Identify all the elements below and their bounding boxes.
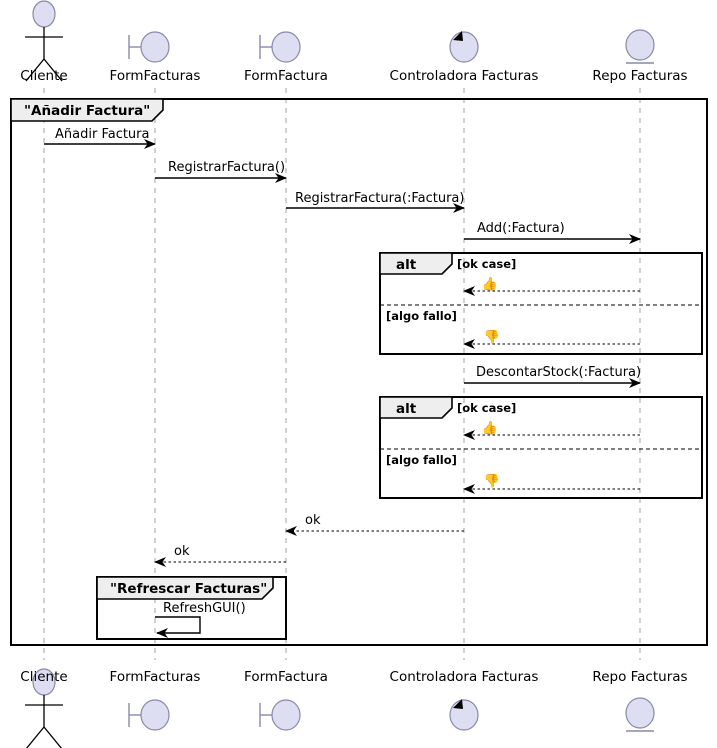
message-m2[interactable]: RegistrarFactura() [155, 160, 287, 183]
frame-anadir-factura-header-tab [10, 98, 164, 122]
actor-stickman-icon-top-legs [25, 57, 63, 82]
message-m4[interactable]: Add(:Factura) [464, 221, 641, 244]
self-message-path [155, 616, 201, 638]
alt-add-operator-label: alt [396, 257, 417, 273]
message-m11[interactable]: ok [154, 544, 286, 567]
lifeline-label-bottom-formfacturas: FormFacturas [110, 669, 201, 685]
message-label-m3: RegistrarFactura(:Factura) [295, 191, 464, 206]
lifeline-label-top-cliente: Cliente [20, 68, 67, 84]
lifeline-label-top-formfactura: FormFactura [244, 68, 328, 84]
thumbs-down-icon-alt-stock: 👎 [484, 473, 500, 489]
alt-add-guard-0: [ok case] [457, 257, 516, 271]
alt-stock-border [379, 396, 703, 499]
boundary-icon-bottom-circle [140, 699, 170, 731]
message-label-m10: ok [305, 513, 321, 528]
control-icon-top-arrowhead [453, 31, 463, 41]
alt-fragment-alt-stock: alt [ok case] [algo fallo] [379, 396, 703, 499]
frame-anadir-factura: "Añadir Factura" [10, 98, 708, 646]
lifeline-label-top-controladora: Controladora Facturas [390, 68, 539, 84]
message-label-m1: Añadir Factura [55, 127, 150, 142]
alt-add-guard-1: [algo fallo] [386, 309, 457, 323]
frame-refrescar-facturas-title: "Refrescar Facturas" [110, 581, 267, 597]
message-m10[interactable]: ok [285, 513, 464, 536]
alt-add-border [379, 252, 703, 355]
alt-fragment-alt-add: alt [ok case] [algo fallo] [379, 252, 703, 355]
alt-add-header-tab [379, 252, 453, 275]
lifeline-label-top-formfacturas: FormFacturas [110, 68, 201, 84]
boundary-icon-bottom-circle [271, 699, 301, 731]
thumbs-down-icon-alt-add: 👎 [484, 329, 500, 345]
boundary-icon-top-circle [271, 31, 301, 63]
frame-refrescar-facturas-header-tab [96, 576, 274, 600]
self-message-label: RefreshGUI() [163, 601, 246, 616]
actor-stickman-icon-top-head [32, 0, 56, 28]
alt-stock-guard-0: [ok case] [457, 401, 516, 415]
lifeline-label-top-repo: Repo Facturas [592, 68, 687, 84]
control-icon-bottom-circle [449, 699, 479, 731]
control-icon-bottom-arrowhead [453, 699, 463, 709]
message-label-m7: DescontarStock(:Factura) [476, 365, 641, 380]
lifeline-label-bottom-cliente: Cliente [20, 669, 67, 685]
message-m7[interactable]: DescontarStock(:Factura) [464, 365, 641, 388]
lifeline-label-bottom-formfactura: FormFactura [244, 669, 328, 685]
alt-fragments-group: alt [ok case] [algo fallo] alt [ok case] [alg… [379, 252, 703, 499]
message-label-m2: RegistrarFactura() [168, 160, 285, 175]
actor-stickman-icon-bottom-legs [25, 725, 63, 748]
frame-refrescar-facturas: "Refrescar Facturas" [96, 576, 287, 640]
message-label-m11: ok [174, 544, 190, 559]
frame-anadir-factura-border [10, 98, 708, 646]
alt-stock-operator-label: alt [396, 401, 417, 417]
frames-group: "Añadir Factura" "Refrescar Facturas" [10, 98, 708, 646]
thumbs-up-icon-alt-stock: 👍 [482, 420, 498, 436]
entity-icon-top-circle [625, 29, 655, 61]
self-message-m12[interactable]: RefreshGUI() [155, 601, 246, 638]
alt-stock-header-tab [379, 396, 453, 419]
boundary-icon-top-circle [140, 31, 170, 63]
message-label-m4: Add(:Factura) [477, 221, 565, 236]
lifeline-label-bottom-controladora: Controladora Facturas [390, 669, 539, 685]
control-icon-top-circle [449, 31, 479, 63]
message-m1[interactable]: Añadir Factura [44, 127, 156, 149]
lifelines-group: ClienteClienteFormFacturasFormFacturasFo… [20, 0, 688, 748]
lifeline-label-bottom-repo: Repo Facturas [592, 669, 687, 685]
message-m3[interactable]: RegistrarFactura(:Factura) [286, 191, 465, 213]
alt-stock-guard-1: [algo fallo] [386, 453, 457, 467]
entity-icon-bottom-circle [625, 697, 655, 729]
frame-anadir-factura-title: "Añadir Factura" [24, 103, 150, 119]
thumbs-up-icon-alt-add: 👍 [482, 276, 498, 292]
